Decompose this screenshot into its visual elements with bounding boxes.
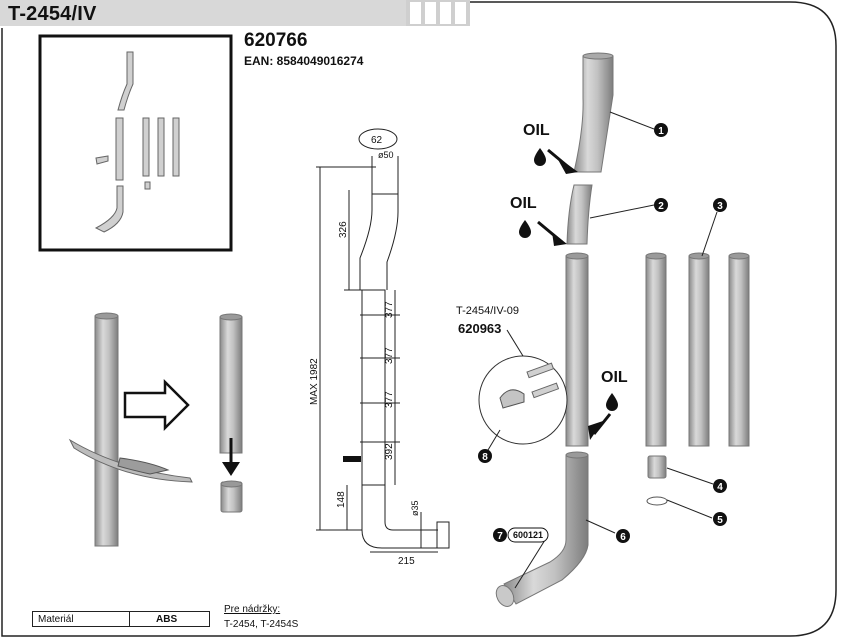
product-code: 620766	[244, 30, 308, 51]
dimension-labels: 62 ø50 326 377 377 377 392 MAX 1982 148 …	[309, 135, 420, 567]
marker-7-label: 7	[497, 531, 503, 542]
compat-heading: Pre nádržky:	[224, 604, 281, 615]
marker-7	[493, 528, 507, 542]
part-markers: 1 2 3 4 5 6 7 8 600121	[478, 123, 727, 543]
marker-5	[713, 512, 727, 526]
material-value: ABS	[156, 614, 178, 625]
ean-code: EAN: 8584049016274	[244, 54, 364, 68]
part7-code: 600121	[513, 530, 543, 540]
dim-max: MAX 1982	[309, 358, 320, 405]
marker-3	[713, 198, 727, 212]
callout-ref: T-2454/IV-09	[456, 305, 519, 317]
dim-dia-bottom: ø35	[410, 500, 420, 516]
marker-6	[616, 529, 630, 543]
part7-code-box	[507, 527, 549, 543]
dim-377a: 377	[384, 301, 395, 318]
marker-4	[713, 479, 727, 493]
marker-4-label: 4	[717, 482, 723, 493]
thumbnail-frame	[38, 34, 233, 252]
oil-label-3: OIL	[601, 369, 628, 386]
right-cut-pipe	[219, 313, 243, 513]
drawing-clamp	[343, 456, 361, 462]
thumbnail-parts	[94, 51, 180, 233]
exploded-parts	[478, 52, 750, 607]
page-border	[1, 1, 837, 637]
material-table	[32, 611, 210, 627]
dim-dia-top: ø50	[378, 150, 394, 160]
callout-code: 620963	[458, 321, 502, 336]
dim-377b: 377	[384, 347, 395, 364]
left-pipe	[68, 312, 193, 547]
marker-3-label: 3	[717, 201, 723, 212]
dim-148: 148	[336, 491, 347, 508]
oil-label-2: OIL	[510, 195, 537, 212]
marker-8	[478, 449, 492, 463]
dim-326: 326	[338, 221, 349, 238]
arrow-right-icon	[123, 378, 190, 432]
dim-377c: 377	[384, 391, 395, 408]
dim-215: 215	[398, 556, 415, 567]
marker-2	[654, 198, 668, 212]
marker-8-label: 8	[482, 452, 488, 463]
header-bar	[0, 0, 470, 26]
page-title: T-2454/IV	[8, 3, 97, 25]
marker-5-label: 5	[717, 515, 723, 526]
marker-6-label: 6	[620, 532, 626, 543]
compat-models: T-2454, T-2454S	[224, 619, 299, 630]
dim-top: 62	[371, 135, 383, 146]
technical-drawing	[316, 128, 450, 553]
oil-label-1: OIL	[523, 122, 550, 139]
dim-392: 392	[384, 443, 395, 460]
marker-1	[654, 123, 668, 137]
marker-2-label: 2	[658, 201, 664, 212]
marker-1-label: 1	[658, 126, 664, 137]
material-label: Materiál	[38, 614, 74, 625]
